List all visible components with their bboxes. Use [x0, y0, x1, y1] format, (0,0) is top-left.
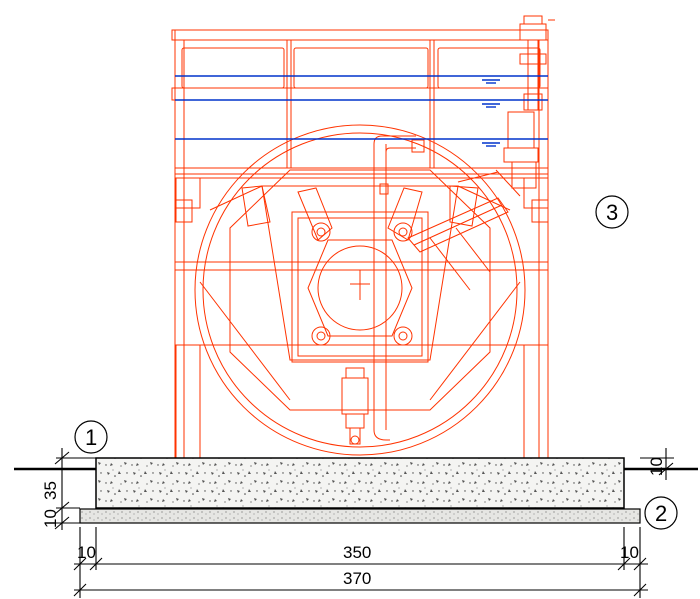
- foundation: [14, 457, 698, 524]
- tank-equipment: [171, 15, 555, 459]
- callout-3: 3: [595, 195, 629, 229]
- dim-lean-layer-thickness: 10: [41, 509, 60, 528]
- water-levels: [175, 75, 548, 147]
- callout-2-label: 2: [655, 501, 667, 526]
- lean-concrete-layer: [79, 508, 641, 524]
- dim-slab-thickness: 35: [41, 481, 60, 500]
- tank-top-frame: [171, 29, 549, 41]
- dim-right-offset: 10: [647, 457, 666, 476]
- callout-2: 2: [644, 496, 678, 530]
- drum-hub: [307, 239, 413, 337]
- drum-outer-ring: [194, 124, 526, 456]
- dim-total-width: 370: [343, 569, 371, 588]
- concrete-slab: [95, 457, 625, 509]
- dim-left-overhang: 10: [77, 543, 96, 562]
- dim-slab-width: 350: [343, 543, 371, 562]
- callout-1: 1: [74, 420, 108, 454]
- dimension-lines: [54, 448, 674, 598]
- dim-right-overhang: 10: [620, 543, 639, 562]
- callout-1-label: 1: [85, 425, 97, 450]
- callout-3-label: 3: [606, 200, 618, 225]
